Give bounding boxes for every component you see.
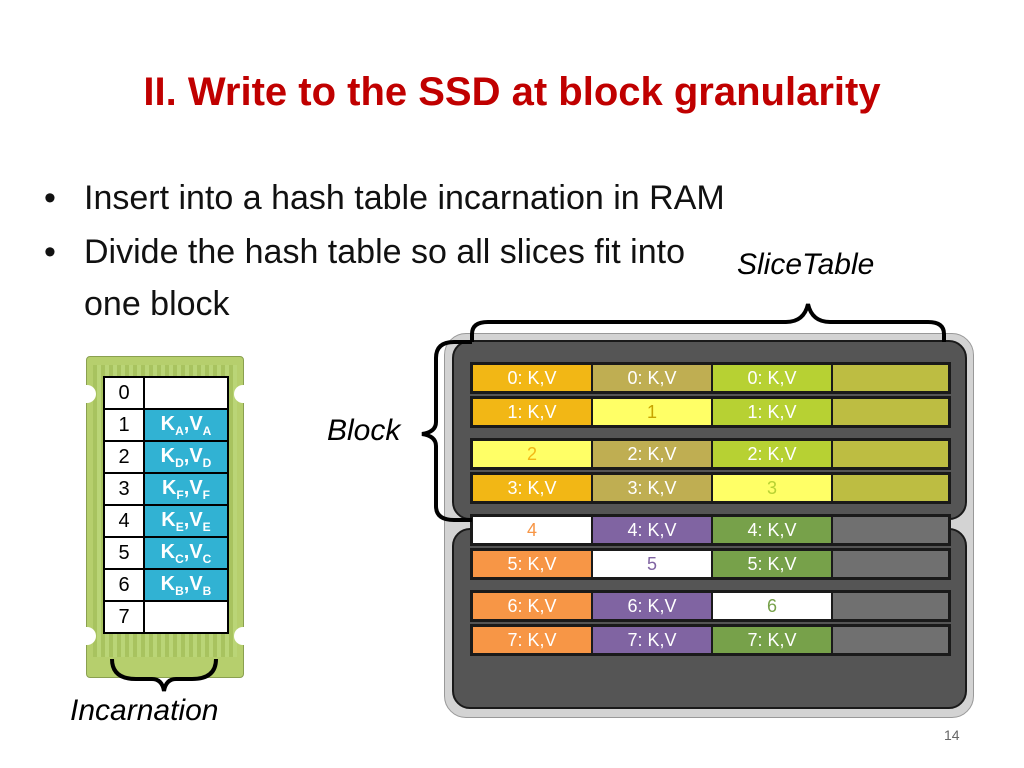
incarnation-row: 7 <box>103 600 229 634</box>
incarnation-entry: KF,VF <box>143 472 229 506</box>
incarnation-index: 4 <box>103 504 145 538</box>
incarnation-entry <box>143 376 229 410</box>
slicetable-cell: 2: K,V <box>593 441 713 467</box>
slicetable-cell: 7: K,V <box>713 627 833 653</box>
incarnation-brace-icon <box>110 658 218 692</box>
slicetable-cell: 0: K,V <box>473 365 593 391</box>
slicetable-cell: 2: K,V <box>713 441 833 467</box>
slicetable-cell: 5 <box>593 551 713 577</box>
incarnation-label: Incarnation <box>70 694 219 727</box>
incarnation-index: 1 <box>103 408 145 442</box>
slicetable-cell: 7: K,V <box>473 627 593 653</box>
slicetable-label: SliceTable <box>737 248 875 281</box>
incarnation-index: 5 <box>103 536 145 570</box>
slicetable-cell: 4: K,V <box>713 517 833 543</box>
incarnation-entry: KC,VC <box>143 536 229 570</box>
bullet-item: • Divide the hash table so all slices fit… <box>44 226 724 330</box>
incarnation-index: 0 <box>103 376 145 410</box>
slicetable-cell <box>833 593 948 619</box>
slicetable-cell <box>833 399 948 425</box>
slicetable-cell: 0: K,V <box>593 365 713 391</box>
block-label: Block <box>327 414 401 447</box>
slicetable-brace-icon <box>470 303 946 342</box>
slicetable-cell: 7: K,V <box>593 627 713 653</box>
slicetable-cell: 4 <box>473 517 593 543</box>
slicetable-cell <box>833 441 948 467</box>
slicetable-cell: 5: K,V <box>473 551 593 577</box>
bullet-text: Insert into a hash table incarnation in … <box>84 179 725 217</box>
bullet-list: • Insert into a hash table incarnation in… <box>44 170 725 330</box>
bullet-item: • Insert into a hash table incarnation in… <box>44 170 725 226</box>
slicetable-cell: 0: K,V <box>713 365 833 391</box>
slicetable-cell <box>833 475 948 501</box>
incarnation-entry <box>143 600 229 634</box>
block-brace-icon <box>421 340 472 522</box>
incarnation-index: 3 <box>103 472 145 506</box>
ram-notch <box>86 385 96 403</box>
bullet-text: Divide the hash table so all slices fit … <box>84 233 685 323</box>
bullet-dot-icon: • <box>44 179 56 217</box>
slicetable-cell: 3: K,V <box>593 475 713 501</box>
incarnation-entry: KB,VB <box>143 568 229 602</box>
slicetable-cell: 2 <box>473 441 593 467</box>
bullet-dot-icon: • <box>44 233 56 271</box>
slicetable-cell <box>833 365 948 391</box>
slicetable-cell <box>833 551 948 577</box>
slide-title: II. Write to the SSD at block granularit… <box>143 70 881 114</box>
slicetable-cell: 5: K,V <box>713 551 833 577</box>
incarnation-index: 7 <box>103 600 145 634</box>
ram-notch <box>86 627 96 645</box>
slicetable-cell: 6 <box>713 593 833 619</box>
incarnation-entry: KA,VA <box>143 408 229 442</box>
slicetable-cell: 4: K,V <box>593 517 713 543</box>
incarnation-entry: KD,VD <box>143 440 229 474</box>
incarnation-index: 2 <box>103 440 145 474</box>
slicetable-cell <box>833 517 948 543</box>
slicetable-cell: 3: K,V <box>473 475 593 501</box>
slicetable-cell: 1 <box>593 399 713 425</box>
slicetable-cell: 6: K,V <box>593 593 713 619</box>
incarnation-row: 0 <box>103 376 229 410</box>
ram-notch <box>234 627 244 645</box>
incarnation-index: 6 <box>103 568 145 602</box>
slicetable-cell: 1: K,V <box>473 399 593 425</box>
slicetable-cell: 3 <box>713 475 833 501</box>
slicetable-cell: 1: K,V <box>713 399 833 425</box>
page-number: 14 <box>944 727 960 743</box>
incarnation-entry: KE,VE <box>143 504 229 538</box>
slicetable-cell <box>833 627 948 653</box>
slicetable-cell: 6: K,V <box>473 593 593 619</box>
ram-notch <box>234 385 244 403</box>
